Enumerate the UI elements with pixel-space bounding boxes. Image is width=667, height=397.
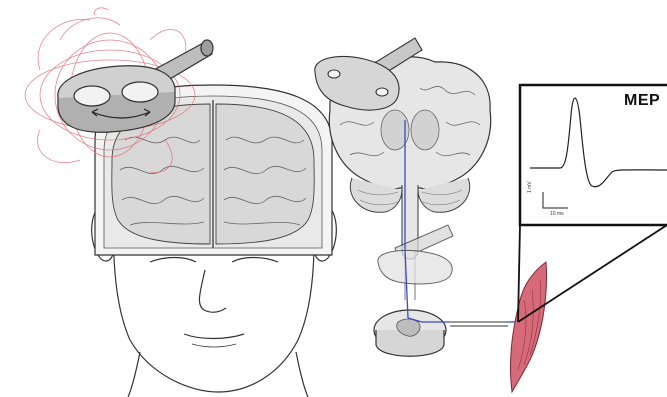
scale-bar-vertical-label: 1 mV <box>527 181 533 193</box>
muscle <box>510 262 546 392</box>
mep-label: MEP <box>624 92 660 110</box>
spinal-cord-cross-section <box>374 310 446 356</box>
scale-bar-horizontal-label: 10 ms <box>550 211 564 217</box>
